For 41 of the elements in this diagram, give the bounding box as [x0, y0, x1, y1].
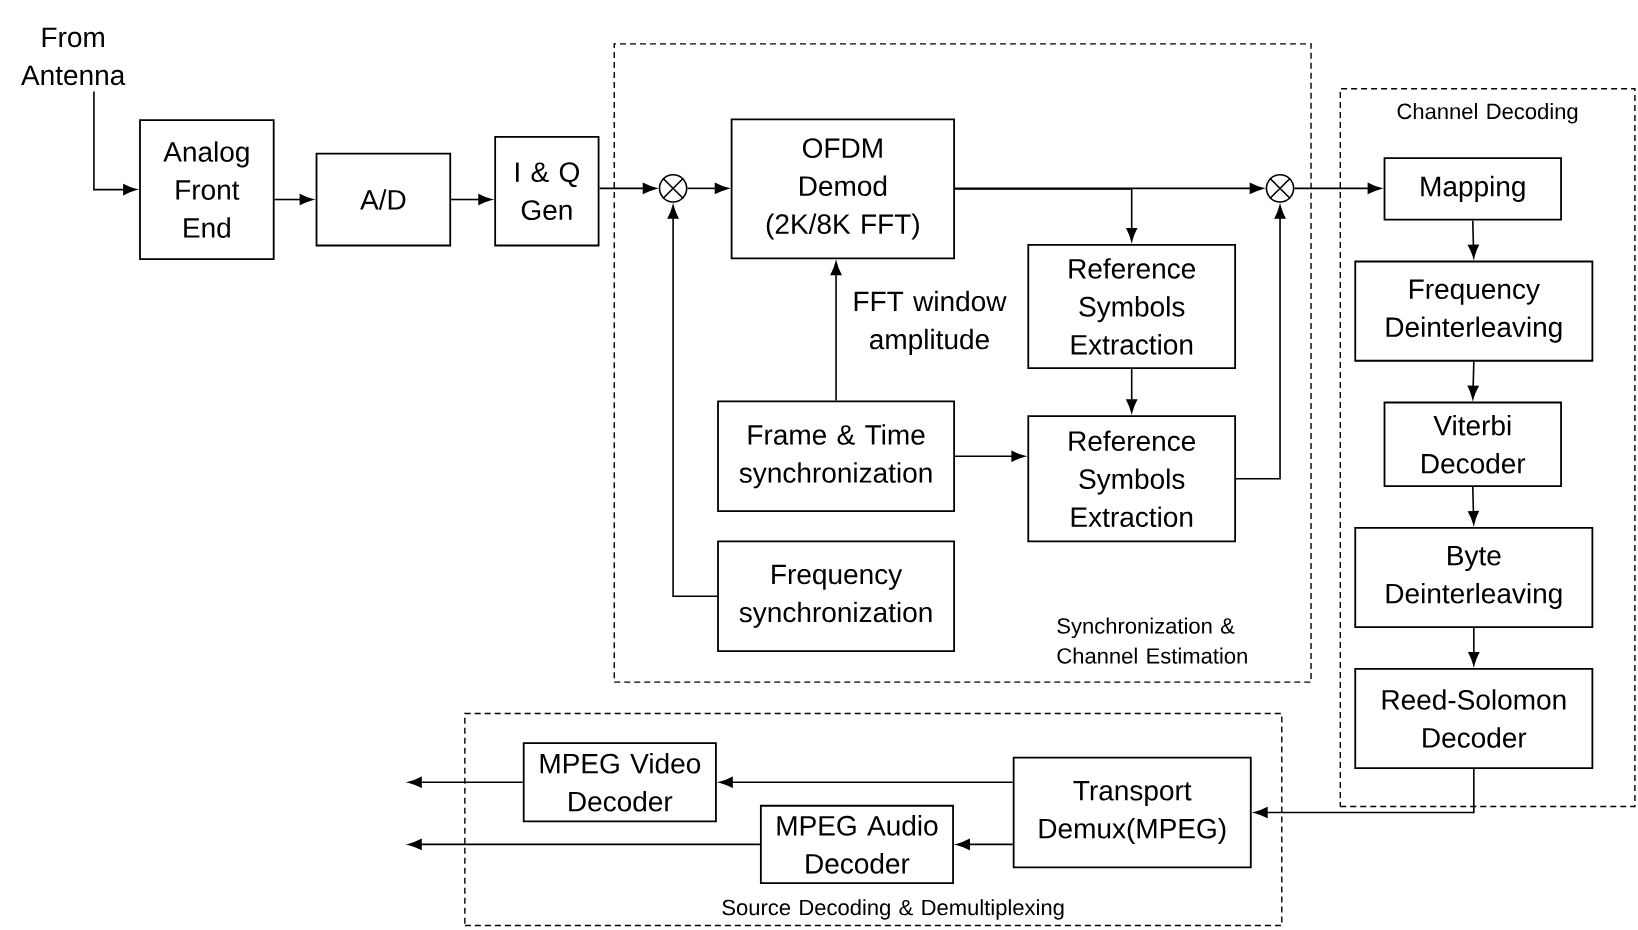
process-box: Frame & Time synchronization [717, 400, 955, 513]
process-box: Reference Symbols Extraction [1027, 244, 1237, 370]
arrow [1468, 627, 1480, 666]
arrow [719, 777, 1014, 788]
arrow [1126, 368, 1138, 413]
process-box: Frequency synchronization [717, 540, 955, 653]
arrow [956, 839, 1014, 850]
process-box: Mapping [1383, 157, 1562, 221]
process-box: MPEG Audio Decoder [759, 805, 954, 885]
arrow [954, 188, 1138, 242]
arrow [667, 205, 718, 598]
arrow [93, 90, 137, 196]
arrow [686, 183, 729, 194]
arrow [1293, 183, 1382, 194]
arrow [1468, 219, 1479, 259]
process-box: Frequency Deinterleaving [1354, 260, 1594, 362]
process-box: MPEG Video Decoder [522, 742, 717, 823]
edge-label: FFT window amplitude [842, 288, 1017, 358]
source-label: From Antenna [21, 27, 126, 86]
mixer-symbol [658, 174, 688, 203]
arrow [1468, 486, 1479, 525]
process-box: I & Q Gen [494, 136, 600, 247]
arrow [1235, 205, 1286, 480]
process-box: A/D [315, 152, 452, 247]
process-box: Viterbi Decoder [1383, 401, 1562, 488]
process-box: Analog Front End [139, 119, 275, 261]
arrow [830, 261, 842, 402]
arrow [408, 839, 761, 850]
mixer-symbol [1265, 174, 1295, 203]
process-box: Reference Symbols Extraction [1027, 415, 1237, 543]
arrow [450, 194, 492, 206]
arrow [1254, 768, 1475, 819]
arrow [1467, 360, 1479, 400]
arrow [598, 183, 657, 194]
arrow [954, 451, 1025, 462]
arrow [273, 194, 314, 206]
process-box: OFDM Demod (2K/8K FFT) [730, 118, 955, 260]
process-box: Reed-Solomon Decoder [1354, 668, 1594, 770]
arrow [408, 777, 524, 788]
process-box: Transport Demux(MPEG) [1012, 756, 1252, 869]
process-box: Byte Deinterleaving [1354, 527, 1594, 629]
